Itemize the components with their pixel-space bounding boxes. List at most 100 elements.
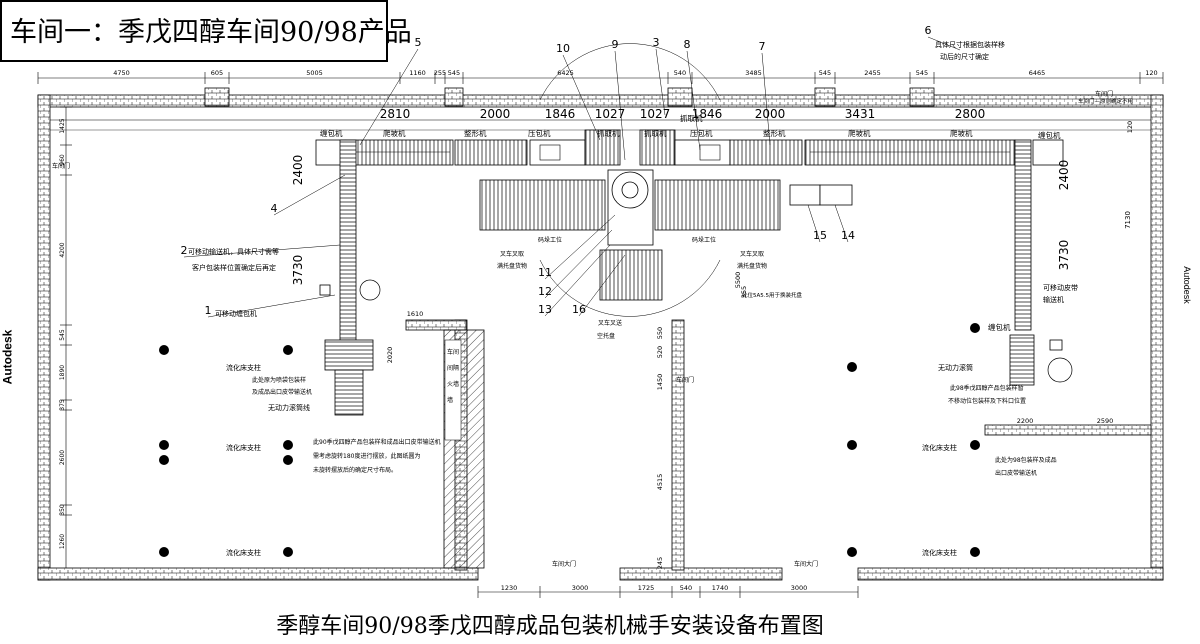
callout-number: 10 — [556, 42, 570, 55]
callout-number: 14 — [841, 229, 855, 242]
callout-number: 1 — [205, 304, 212, 317]
bottom-dimension-label: 3000 — [572, 584, 589, 592]
line-dimension-label: 2000 — [755, 107, 786, 121]
label-shape-left: 整形机 — [464, 128, 487, 138]
top-dimension-label: 2455 — [864, 69, 881, 77]
top-dimension-label: 255 — [434, 69, 446, 77]
label-shape-right: 整形机 — [763, 128, 786, 138]
label-climb-mid-right: 爬坡机 — [848, 128, 871, 138]
conveyor-vertical-right — [1009, 139, 1073, 386]
note-6: 具体尺寸根据包装样移 — [935, 40, 1005, 49]
line-dimension-label: 1846 — [545, 107, 576, 121]
label-climb-left: 爬坡机 — [383, 128, 406, 138]
label-grab-right: 抓取机 — [644, 128, 667, 138]
callout-number: 6 — [925, 24, 932, 37]
pillar-marker — [283, 455, 293, 465]
line-dimension-label: 1846 — [692, 107, 723, 121]
left-dimension-label: 960 — [59, 154, 66, 166]
label-wrap-right: 缠包机 — [1038, 130, 1061, 140]
misc-dimension-label: 5500 — [734, 272, 742, 289]
vertical-dimension-label: 2400 — [1057, 160, 1071, 191]
forklift-left-b: 满托盘货物 — [497, 262, 527, 270]
conveyor-line-top — [50, 119, 1151, 166]
door-top-sub: 车间门—原则确定不用 — [1078, 97, 1133, 105]
misc-dimension-label: 4515 — [656, 474, 664, 491]
misc-dimension-label: 1610 — [407, 310, 424, 318]
vertical-dimension-label: 3730 — [1057, 240, 1071, 271]
pillar-marker — [847, 547, 857, 557]
top-dimension-label: 1160 — [409, 69, 426, 77]
note-2: 可移动输送机，具体尺寸需等 — [188, 247, 279, 256]
left-dimension-label: 4200 — [59, 242, 66, 257]
callout-number: 2 — [181, 244, 188, 257]
misc-dimension-label: 550 — [656, 327, 664, 339]
pallet-right: 码垛工位 — [692, 236, 716, 244]
door-left-label: 车间门 — [52, 162, 70, 170]
callout-number: 9 — [612, 38, 619, 51]
door-mid-label: 车间门 — [676, 376, 694, 384]
misc-dimension-label: 120 — [1126, 121, 1134, 133]
left-note-2: 及成品出口皮带输送机 — [252, 388, 312, 396]
conveyor-right-label-b: 输送机 — [1043, 295, 1064, 304]
line-dimension-label: 3431 — [845, 107, 876, 121]
door-big-right-label: 车间大门 — [794, 560, 818, 568]
misc-dimension-label: 2020 — [386, 347, 394, 364]
forklift-right-b: 满托盘货物 — [737, 262, 767, 270]
conveyor-right-label: 可移动皮带 — [1043, 283, 1078, 292]
callout-number: 13 — [538, 303, 552, 316]
right-note-4: 出口皮带输送机 — [995, 469, 1037, 477]
line-dimension-label: 2800 — [955, 107, 986, 121]
pillars — [159, 323, 980, 557]
pallet-left: 码垛工位 — [538, 236, 562, 244]
right-note-1: 此98季戊四醇产品包装样暂 — [950, 384, 1024, 392]
pillar-marker — [970, 323, 980, 333]
line-dimension-label: 2810 — [380, 107, 411, 121]
misc-dimension-label: 2590 — [1097, 417, 1114, 425]
autodesk-watermark-left: Autodesk — [0, 329, 15, 385]
hatch-label-2: 间隔 — [447, 364, 459, 372]
pillar-marker — [159, 455, 169, 465]
label-grab-left: 抓取机 — [597, 128, 620, 138]
label-wrap-left: 缠包机 — [320, 128, 343, 138]
pillar-marker — [283, 345, 293, 355]
pillar-marker — [283, 440, 293, 450]
label-wrap-right-lower: 缠包机 — [988, 322, 1011, 332]
top-dimension-label: 540 — [674, 69, 686, 77]
forklift-bottom: 叉车叉送 — [598, 319, 622, 327]
right-note-3: 此处为98包装样及成品 — [995, 456, 1057, 464]
top-dimension-label: 6465 — [1029, 69, 1046, 77]
pillar-marker — [847, 362, 857, 372]
pillar-marker — [970, 440, 980, 450]
left-note-1: 此处原为喷袋包装样 — [252, 376, 306, 384]
title-box: 车间一：季戊四醇车间90/98产品 — [0, 0, 412, 62]
callout-number: 16 — [572, 303, 586, 316]
callout-number: 15 — [813, 229, 827, 242]
roller-right-label: 无动力滚筒 — [938, 363, 973, 372]
left-dimension-label: 1425 — [59, 118, 66, 133]
callout-number: 5 — [415, 36, 422, 49]
left-dimension-label: 1260 — [59, 534, 66, 549]
left-dimension-label: 375 — [59, 399, 66, 411]
line-dimension-label: 1027 — [640, 107, 671, 121]
fluid-pillar-3: 流化床支柱 — [226, 548, 261, 557]
autodesk-watermark-right: Autodesk — [1181, 266, 1192, 304]
center-note-1: 此90季戊四醇产品包装样和成品出口皮带输送机 — [313, 438, 441, 446]
top-dimension-label: 605 — [211, 69, 223, 77]
right-note-2: 不移动位包装样及下料口位置 — [948, 397, 1026, 405]
door-big-left-label: 车间大门 — [552, 560, 576, 568]
hatch-label-1: 车间 — [447, 348, 459, 356]
callout-number: 7 — [759, 40, 766, 53]
left-dimension-label: 350 — [59, 504, 66, 516]
top-dimension-label: 4750 — [113, 69, 130, 77]
drawing-title: 车间一：季戊四醇车间90/98产品 — [10, 17, 412, 48]
left-dimension-label: 2600 — [59, 450, 66, 465]
center-note-3: 未旋转摆放后的确定尺寸布局。 — [313, 466, 397, 474]
left-dimension-label: 545 — [59, 329, 66, 341]
line-dimension-label: 2000 — [480, 107, 511, 121]
pillar-marker — [159, 547, 169, 557]
callout-number: 12 — [538, 285, 552, 298]
forklift-bottom-b: 空托盘 — [597, 332, 615, 340]
